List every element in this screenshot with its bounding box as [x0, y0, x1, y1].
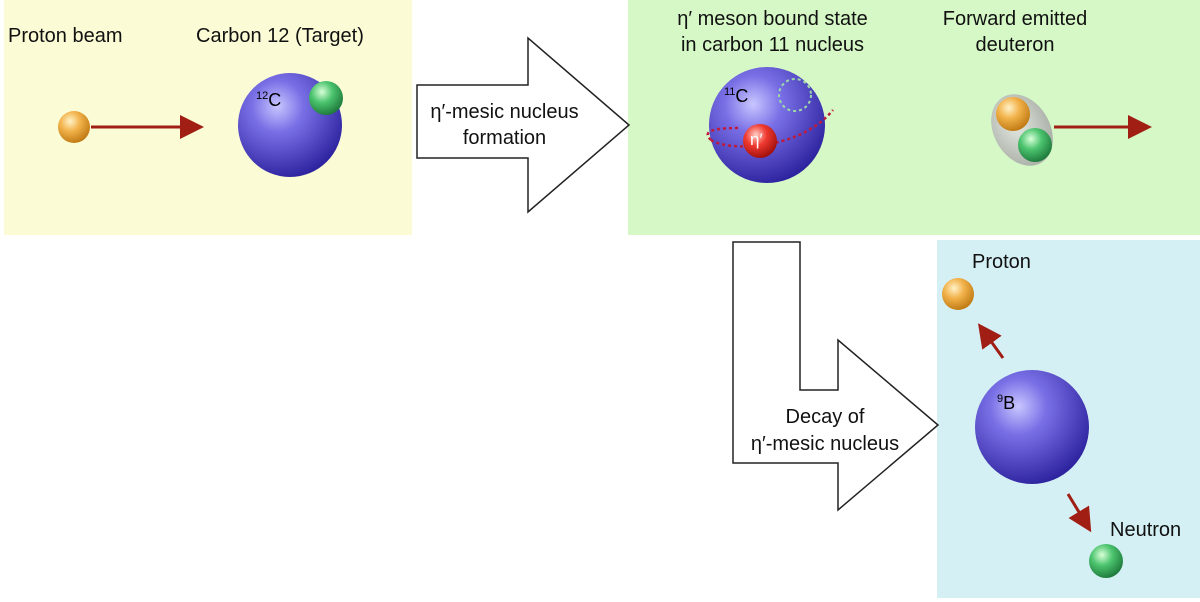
- deuteron-neutron: [1018, 128, 1052, 162]
- target-label: Carbon 12 (Target): [196, 25, 364, 47]
- eta-prime-meson: [743, 124, 777, 158]
- deuteron-label-line1: Forward emitted: [942, 8, 1088, 30]
- neutron-arrow: [1066, 493, 1092, 533]
- carbon-12-symbol: 12C: [256, 90, 281, 111]
- formation-arrow-line1: η′-mesic nucleus: [430, 101, 579, 123]
- target-neutron: [309, 81, 343, 115]
- vacancy-outline: [778, 78, 812, 112]
- carbon-12-mass-number: 12: [256, 90, 269, 102]
- proton-label: Proton: [972, 251, 1031, 273]
- carbon-11-element: C: [735, 86, 749, 106]
- beam-proton: [58, 111, 90, 143]
- formation-arrow: [416, 36, 631, 214]
- decay-arrow-line1: Decay of: [785, 406, 865, 428]
- bound-state-title-line2: in carbon 11 nucleus: [680, 34, 865, 56]
- emitted-neutron: [1089, 544, 1123, 578]
- deuteron-proton: [996, 97, 1030, 131]
- decay-arrow: [732, 241, 940, 512]
- proton-beam-label: Proton beam: [8, 25, 123, 47]
- boron-9-element: B: [1003, 393, 1016, 413]
- boron-9-mass-number: 9: [997, 393, 1004, 405]
- carbon-11-mass-number: 11: [724, 86, 736, 98]
- formation-arrow-line2: formation: [462, 127, 547, 149]
- meson-label: η′: [750, 130, 763, 149]
- bound-state-title-line1: η′ meson bound state: [677, 8, 868, 30]
- deuteron-shell: [991, 94, 1053, 166]
- decay-arrow-line2: η′-mesic nucleus: [750, 433, 900, 455]
- carbon-11-symbol: 11C: [724, 86, 748, 107]
- carbon-11-nucleus: [709, 67, 825, 183]
- deuteron-label-line2: deuteron: [975, 34, 1055, 56]
- carbon-12-element: C: [268, 90, 282, 110]
- boron-9-nucleus: [975, 370, 1089, 484]
- meson-orbit-back: [706, 126, 741, 141]
- neutron-label: Neutron: [1110, 519, 1182, 541]
- boron-9-symbol: 9B: [997, 393, 1015, 414]
- emitted-proton: [942, 278, 974, 310]
- proton-arrow: [977, 323, 1005, 359]
